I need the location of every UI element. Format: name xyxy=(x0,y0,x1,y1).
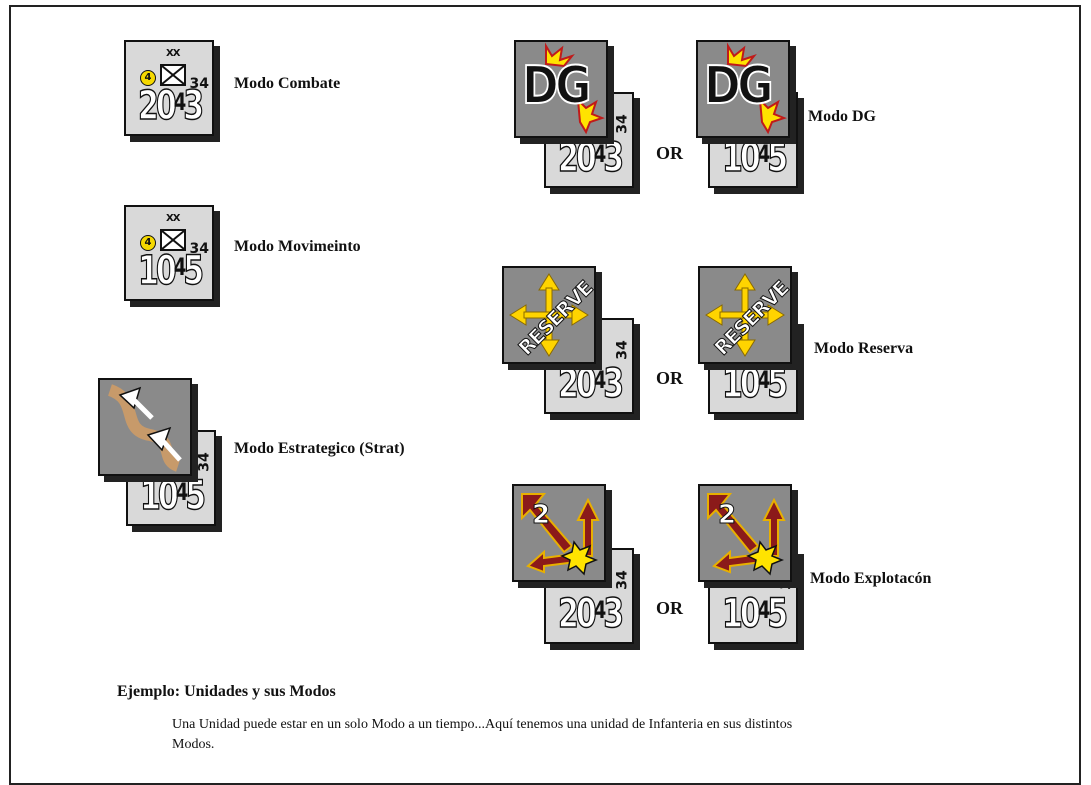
unit-id: 34 xyxy=(614,340,631,360)
dg-text: DG xyxy=(521,56,592,116)
unit-values: 1045 xyxy=(137,248,204,294)
explosion-icon xyxy=(545,42,605,135)
dg-text: DG xyxy=(703,56,774,116)
caption-title: Ejemplo: Unidades y sus Modos xyxy=(117,683,336,700)
exploit-combat-counter: 34 2043 xyxy=(544,548,634,644)
unit-values: 1045 xyxy=(721,361,788,407)
unit-id: 34 xyxy=(189,241,209,257)
exploit-number: 2 xyxy=(717,500,737,531)
reserve-marker: RESERVE xyxy=(502,266,596,364)
reserve-marker: RESERVE xyxy=(698,266,792,364)
unit-values: 2043 xyxy=(137,83,204,129)
exploit-number: 2 xyxy=(531,500,551,531)
or-label: OR xyxy=(656,368,683,388)
or-label: OR xyxy=(656,143,683,163)
infantry-icon xyxy=(160,64,186,86)
or-label: OR xyxy=(656,598,683,618)
unit-size: XX xyxy=(166,48,180,59)
unit-values: 1045 xyxy=(721,591,788,637)
unit-values: 2043 xyxy=(557,361,624,407)
unit-id: 34 xyxy=(614,114,631,134)
reserve-combat-counter: 34 2043 xyxy=(544,318,634,414)
strat-marker xyxy=(98,378,192,476)
exploit-marker: 2 xyxy=(698,484,792,582)
label-strategic-mode: Modo Estrategico (Strat) xyxy=(234,440,405,457)
unit-values: 2043 xyxy=(557,591,624,637)
reserve-arrows-icon xyxy=(705,273,785,357)
unit-id: 34 xyxy=(189,76,209,92)
label-dg-mode: Modo DG xyxy=(808,108,876,125)
exploit-marker: 2 xyxy=(512,484,606,582)
dg-marker: DG xyxy=(514,40,608,138)
infantry-icon xyxy=(160,229,186,251)
label-movement-mode: Modo Movimeinto xyxy=(234,238,361,255)
unit-size: XX xyxy=(166,213,180,224)
unit-values: 1045 xyxy=(139,473,206,519)
strat-arrows-icon xyxy=(107,384,182,472)
unit-values: 1045 xyxy=(721,135,788,181)
movement-mode-counter: 4 XX 34 1045 xyxy=(124,205,214,301)
exploit-arrows-icon xyxy=(521,493,600,576)
label-combat-mode: Modo Combate xyxy=(234,75,341,92)
reserve-arrows-icon xyxy=(509,273,589,357)
label-reserve-mode: Modo Reserva xyxy=(814,340,914,357)
unit-values: 2043 xyxy=(557,135,624,181)
dg-marker: DG xyxy=(696,40,790,138)
explosion-icon xyxy=(727,42,787,135)
caption-text: Una Unidad puede estar en un solo Modo a… xyxy=(172,717,793,752)
label-exploit-mode: Modo Explotacón xyxy=(810,570,932,587)
badge-4: 4 xyxy=(140,70,156,86)
badge-4: 4 xyxy=(140,235,156,251)
combat-mode-counter: 4 XX 34 2043 xyxy=(124,40,214,136)
exploit-arrows-icon xyxy=(707,493,786,576)
unit-id: 34 xyxy=(614,570,631,590)
unit-id: 34 xyxy=(196,452,213,472)
